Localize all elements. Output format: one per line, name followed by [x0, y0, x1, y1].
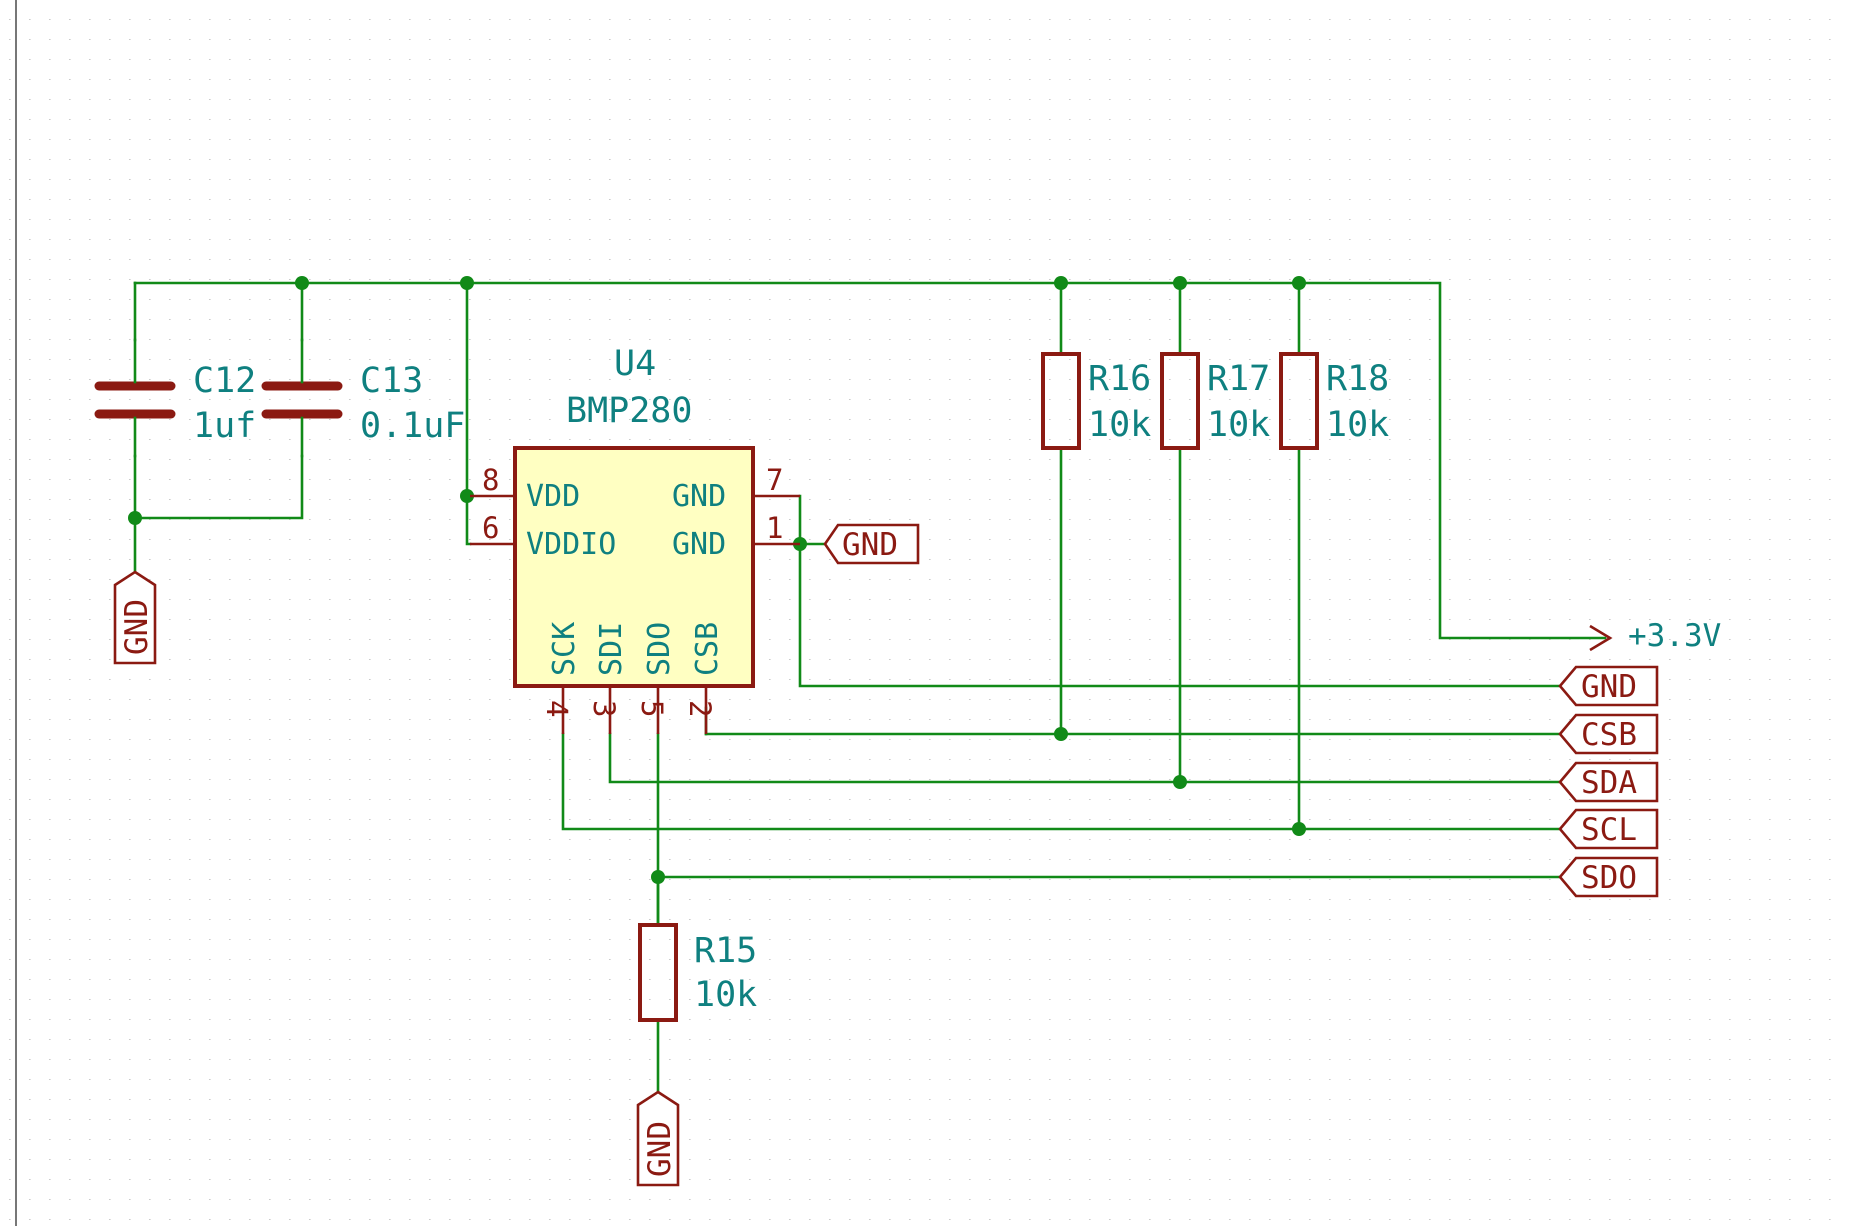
u4-pin-vddio-name: VDDIO [526, 527, 616, 562]
junction-dot [295, 276, 309, 290]
net-label-text: CSB [1581, 717, 1637, 753]
resistor-r18[interactable]: R18 10k [1279, 352, 1389, 450]
ground-port-shape [823, 523, 920, 565]
c13-ref: C13 [360, 361, 423, 401]
wire-vddio[interactable] [465, 494, 472, 546]
junction-dot [1054, 276, 1068, 290]
ground-port-shape [636, 1090, 680, 1187]
u4-part: BMP280 [566, 391, 692, 431]
net-label-text: SDO [1581, 860, 1637, 896]
r16-ref: R16 [1088, 359, 1151, 399]
net-label-gnd[interactable]: GND [1558, 665, 1659, 707]
r18-value: 10k [1326, 405, 1389, 445]
resistor-r15[interactable]: R15 10k [638, 875, 757, 1022]
u4-pin-vdd-num: 8 [482, 463, 499, 497]
ground-symbol-u4[interactable]: GND [823, 523, 920, 565]
u4-pin-vddio-num: 6 [482, 511, 499, 545]
net-label-text: SDA [1581, 765, 1637, 801]
wire-supply-rail[interactable] [133, 281, 1607, 640]
ic-u4[interactable]: U4 BMP280 8 6 VDD VDDIO 7 1 GND GND 4 3 … [470, 344, 800, 734]
r17-body [1160, 352, 1200, 450]
r17-ref: R17 [1207, 359, 1270, 399]
u4-pin-sck-num: 4 [540, 700, 574, 717]
c13-value: 0.1uF [360, 406, 465, 446]
c12-value: 1uf [193, 406, 256, 446]
u4-pin-gnd7-name: GND [672, 479, 726, 514]
net-label-shape [1558, 713, 1659, 755]
u4-pin-sdi-name: SDI [594, 622, 629, 676]
ground-symbol-label: GND [842, 527, 898, 563]
resistor-r16[interactable]: R16 10k [1041, 352, 1151, 450]
power-supply-label: +3.3V [1628, 618, 1721, 654]
r18-body [1279, 352, 1319, 450]
wire-sda[interactable] [608, 732, 1562, 784]
ground-symbol-caps[interactable]: GND [113, 570, 157, 665]
net-label-text: GND [1581, 669, 1637, 705]
u4-pin-vdd-name: VDD [526, 479, 580, 514]
wires [133, 281, 1607, 1094]
net-label-shape [1558, 665, 1659, 707]
power-supply-symbol[interactable]: +3.3V [1589, 618, 1721, 654]
u4-pin-csb-name: CSB [690, 622, 725, 676]
r15-value: 10k [694, 975, 757, 1015]
net-label-scl[interactable]: SCL [1558, 808, 1659, 850]
net-label-sda[interactable]: SDA [1558, 761, 1659, 803]
junction-dot [1173, 276, 1187, 290]
net-label-shape [1558, 856, 1659, 898]
junction-dot [1173, 775, 1187, 789]
ground-port-shape [113, 570, 157, 665]
ground-symbol-r15[interactable]: GND [636, 1090, 680, 1187]
u4-pin-gnd7-num: 7 [766, 463, 783, 497]
r15-body [638, 923, 678, 1022]
wire-c13-bottom[interactable] [133, 454, 304, 520]
u4-pin-sck-name: SCK [547, 622, 582, 676]
junction-dot [460, 276, 474, 290]
u4-pin-sdo-num: 5 [635, 700, 669, 717]
net-label-text: SCL [1581, 812, 1637, 848]
r16-value: 10k [1088, 405, 1151, 445]
junctions [128, 276, 1306, 884]
wire-gnd-pins[interactable] [798, 494, 1562, 688]
u4-pin-gnd1-name: GND [672, 527, 726, 562]
junction-dot [1292, 276, 1306, 290]
net-label-sdo[interactable]: SDO [1558, 856, 1659, 898]
wire-vdd[interactable] [465, 281, 470, 498]
u4-pin-gnd1-num: 1 [766, 511, 783, 545]
junction-dot [1292, 822, 1306, 836]
u4-body [513, 446, 755, 688]
wire-scl[interactable] [561, 732, 1562, 831]
junction-dot [1054, 727, 1068, 741]
net-label-csb[interactable]: CSB [1558, 713, 1659, 755]
u4-pin-csb-num: 2 [683, 700, 717, 717]
r17-value: 10k [1207, 405, 1270, 445]
c12-ref: C12 [193, 361, 256, 401]
u4-ref: U4 [614, 344, 656, 384]
u4-pin-sdi-num: 3 [587, 700, 621, 717]
net-label-shape [1558, 808, 1659, 850]
junction-dot [128, 511, 142, 525]
ground-symbol-label: GND [642, 1121, 678, 1177]
capacitor-c13[interactable]: C13 0.1uF [261, 338, 465, 458]
ground-symbol-label: GND [119, 599, 155, 655]
net-label-shape [1558, 761, 1659, 803]
resistor-r17[interactable]: R17 10k [1160, 352, 1270, 450]
r16-body [1041, 352, 1081, 450]
junction-dot [460, 489, 474, 503]
power-arrow-icon [1589, 624, 1613, 652]
r18-ref: R18 [1326, 359, 1389, 399]
capacitor-c12[interactable]: C12 1uf [94, 338, 256, 458]
u4-pin-sdo-name: SDO [642, 622, 677, 676]
r15-ref: R15 [694, 931, 757, 971]
